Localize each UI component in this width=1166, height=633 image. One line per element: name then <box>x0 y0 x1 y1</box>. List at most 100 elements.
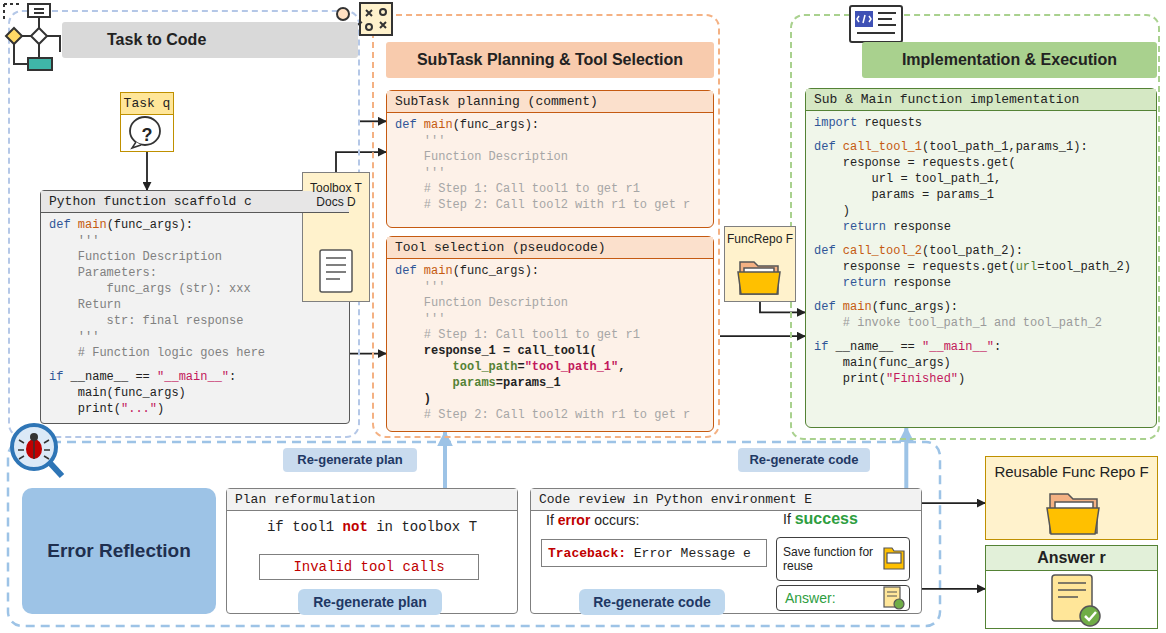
code-line: return response <box>814 275 1148 291</box>
stage-panel: SubTask Planning & Tool SelectionSubTask… <box>372 14 720 438</box>
text-token: not <box>343 519 368 535</box>
code-line: def main(func_args): <box>49 217 341 233</box>
code-line: if __name__ == "__main__": <box>49 369 341 385</box>
action-box: Re-generate plan <box>298 589 442 615</box>
code-line: Function Description <box>49 249 341 265</box>
text-token: "Finished" <box>886 372 958 386</box>
code-line: ) <box>814 203 1148 219</box>
box-text: Error Reflection <box>47 540 191 562</box>
code-line: ''' <box>395 165 705 181</box>
code-line: def call_tool_2(tool_path_2): <box>814 243 1148 259</box>
bubble-outline <box>130 117 160 148</box>
text-token: tool_path <box>453 360 518 374</box>
process-box: Code review in Python environment EIf er… <box>530 488 922 614</box>
flow-arrow <box>146 152 148 190</box>
monitor-icon <box>850 6 902 54</box>
code-line: ) <box>395 391 705 407</box>
code-line: params=params_1 <box>395 375 705 391</box>
folder-icon <box>1047 494 1099 534</box>
box-heading: Python function scaffold c <box>41 191 349 213</box>
code-line: ''' <box>49 329 341 345</box>
code-line: # Step 1: Call tool1 to get r1 <box>395 327 705 343</box>
text-token: url <box>1016 260 1038 274</box>
presenter-icon <box>334 3 392 56</box>
code-line: # Step 2: Call tool2 with r1 to get r <box>395 197 705 213</box>
box-heading: Sub & Main function implementation <box>806 89 1156 111</box>
text-token: def <box>814 244 836 258</box>
code-line: return response <box>814 219 1148 235</box>
flow-arrow <box>904 428 908 488</box>
code-line: Return <box>49 297 341 313</box>
text-token: import <box>814 116 857 130</box>
repo-box: FuncRepo F <box>724 226 796 302</box>
box-text: if tool1 not in toolbox T <box>227 511 517 535</box>
task-box: Task q? <box>120 92 174 152</box>
result-box: Answer: <box>776 585 910 611</box>
box-text: Invalid tool calls <box>293 559 444 575</box>
box-heading: Code review in Python environment E <box>531 489 921 511</box>
code-box: Python function scaffold cdef main(func_… <box>40 190 350 424</box>
bug-magnifier-icon <box>12 425 62 476</box>
code-line: # Step 2: Call tool2 with r1 to get r <box>395 407 705 423</box>
code-line: ''' <box>395 311 705 327</box>
text-token: "..." <box>121 402 157 416</box>
code-line: Function Description <box>395 149 705 165</box>
text-token: call_tool_1 <box>843 140 922 154</box>
code-body: def main(func_args): ''' Function Descri… <box>41 213 349 421</box>
code-line: # invoke tool_path_1 and tool_path_2 <box>814 315 1148 331</box>
code-line: main(func_args) <box>814 355 1148 371</box>
code-line: Function Description <box>395 295 705 311</box>
error-box: Traceback: Error Message e <box>541 539 767 567</box>
box-text: Toolbox T <box>303 181 369 195</box>
text-token: def <box>814 300 836 314</box>
text-token: main <box>424 118 453 132</box>
flow-arrow <box>336 152 386 172</box>
box-text: Save function for reuse <box>783 545 881 573</box>
stage-panel: Task to CodeTask q?Python function scaff… <box>8 10 360 438</box>
box-text: If success <box>783 510 858 528</box>
box-heading: Answer r <box>986 546 1157 571</box>
text-token: "__main__" <box>157 370 229 384</box>
box-heading: Plan reformulation <box>227 489 517 511</box>
code-box: Tool selection (pseudocode) def main(func… <box>386 236 714 432</box>
flow-arrow <box>760 302 805 312</box>
text-token: def <box>49 218 71 232</box>
code-line: def main(func_args): <box>814 299 1148 315</box>
stage-title: SubTask Planning & Tool Selection <box>386 42 714 78</box>
code-line: def main(func_args): <box>395 263 705 279</box>
result-box: Save function for reuse <box>776 537 910 581</box>
text-token: "tool_path_1" <box>525 360 619 374</box>
code-body: import requestsdef call_tool_1(tool_path… <box>806 111 1156 391</box>
code-box: Sub & Main function implementationimport… <box>805 88 1157 428</box>
text-token: params <box>453 376 496 390</box>
text-token: "__main__" <box>922 340 994 354</box>
box-text: Re-generate code <box>593 594 710 610</box>
save-icon <box>884 548 904 569</box>
box-text: Docs D <box>303 195 369 209</box>
box-heading: Tool selection (pseudocode) <box>387 237 713 259</box>
stage-panel: Implementation & ExecutionSub & Main fun… <box>790 14 1160 440</box>
text-token: return <box>843 276 886 290</box>
text-token: main <box>843 300 872 314</box>
stage-label: Error Reflection <box>22 488 216 614</box>
code-line: func_args (str): xxx <box>49 281 341 297</box>
answer-document-icon <box>1052 575 1100 626</box>
code-line: def call_tool_1(tool_path_1,params_1): <box>814 139 1148 155</box>
flow-arrow <box>922 502 985 504</box>
flow-arrow <box>720 335 805 337</box>
code-line: response_1 = call_tool1( <box>395 343 705 359</box>
code-line: response = requests.get( <box>814 155 1148 171</box>
code-line: ''' <box>395 279 705 295</box>
box-text: If error occurs: <box>546 512 639 528</box>
text-token: if <box>814 340 828 354</box>
code-line: str: final response <box>49 313 341 329</box>
code-line: print("Finished") <box>814 371 1148 387</box>
code-line: if __name__ == "__main__": <box>814 339 1148 355</box>
code-line: ''' <box>395 133 705 149</box>
text-token: success <box>795 510 858 527</box>
code-line: ''' <box>49 233 341 249</box>
process-box: Plan reformulationif tool1 not in toolbo… <box>226 488 518 614</box>
text-token: def <box>395 118 417 132</box>
code-line: main(func_args) <box>49 385 341 401</box>
